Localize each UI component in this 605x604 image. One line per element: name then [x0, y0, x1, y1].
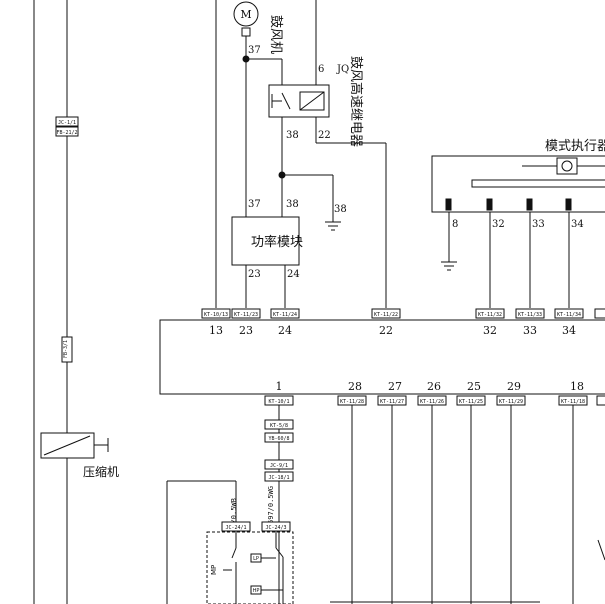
ecu-pin: 28	[348, 380, 362, 393]
connector-tag: KT-11/18	[561, 399, 585, 405]
power-module-label: 功率模块	[251, 234, 303, 250]
relay-tag: JQ	[336, 64, 349, 75]
wire-number: 23	[248, 269, 261, 280]
compressor-clutch: 压缩机	[40, 432, 119, 479]
wire-number: 38	[334, 204, 347, 215]
left-connector-jc-1-1: JC-1/1	[55, 116, 79, 127]
chain-connector-jc-18-1: JC-18/1	[264, 471, 294, 482]
ecu-top-connector-32: KT-11/32 32	[475, 308, 505, 337]
left-connector-label: FB-3/1	[63, 340, 69, 358]
ecu-pin: 23	[239, 324, 253, 337]
ecu-pin: 24	[278, 324, 292, 337]
chain-connector-jc-9-1: JC-9/1	[264, 459, 294, 470]
high-speed-relay-label: 鼓风高速继电器	[348, 56, 364, 147]
connector-tag: JC-9/1	[270, 463, 288, 469]
ecu-pin: 26	[427, 380, 441, 393]
compressor-label: 压缩机	[83, 464, 119, 479]
ecu-pin: 25	[467, 380, 481, 393]
connector-tag: YB-60/8	[268, 436, 289, 442]
connector-tag: KT-11/25	[459, 399, 483, 405]
ecu-top-connector-34: KT-11/34 34	[554, 308, 584, 337]
wire-spec-697: 697/0.5WG	[267, 486, 275, 524]
ecu-pin: 22	[379, 324, 393, 337]
high-speed-relay: JQ 鼓风高速继电器	[268, 56, 364, 147]
connector-tag: KT-10/13	[204, 312, 228, 318]
blower-motor: M 鼓风机	[233, 1, 283, 54]
connector-tag: KT-11/28	[340, 399, 364, 405]
wire-number: 6	[318, 64, 324, 75]
connector-tag: KT-10/1	[268, 399, 289, 405]
ecu-top-connector-23: KT-11/23 23	[231, 308, 261, 337]
ecu-top-connector-22: KT-11/22 22	[371, 308, 401, 337]
connector-tag: KT-11/23	[234, 312, 258, 318]
wire-number: 34	[571, 219, 584, 230]
connector-tag: KT-11/24	[273, 312, 297, 318]
lp-label: LP	[253, 556, 259, 562]
ecu-bottom-connector-29: KT-11/29	[496, 395, 526, 406]
ecu-top-connector-13: KT-10/13 13	[201, 308, 231, 337]
chain-connector-kt-5-8: KT-5/8	[264, 419, 294, 430]
ecu-pin: 33	[523, 324, 537, 337]
connector-tag: KT-11/22	[374, 312, 398, 318]
connector-tag: KT-11/32	[478, 312, 502, 318]
ecu-bottom-connector-27: KT-11/27	[377, 395, 407, 406]
ecu-bottom-connector-28: KT-11/28	[337, 395, 367, 406]
switch-connector-jc-24-3: JC-24/3	[261, 521, 291, 532]
connector-tag: KT-11/33	[518, 312, 542, 318]
hp-label: HP	[253, 588, 260, 594]
ecu-pin: 13	[209, 324, 223, 337]
ecu-pin: 1	[276, 380, 283, 393]
left-connector-fb-3-1: FB-3/1	[61, 336, 73, 363]
mp-label: MP	[210, 565, 218, 575]
ecu-top-connector-24: KT-11/24 24	[270, 308, 300, 337]
ecu-bottom-connector-1: KT-10/1	[264, 395, 294, 406]
wire-number: 8	[452, 219, 458, 230]
connector-tag: KT-11/29	[499, 399, 523, 405]
ecu-pin: 34	[562, 324, 576, 337]
ecu-box	[159, 319, 605, 395]
pressure-switch: MP LP HP	[206, 531, 294, 604]
left-connector-fb-21-2: FB-21/2	[55, 126, 79, 137]
wire-number: 37	[248, 45, 261, 56]
ground-symbol	[325, 221, 341, 231]
connector-tag: JC-24/3	[265, 525, 286, 531]
left-connector-label: JC-1/1	[58, 120, 76, 126]
power-module: 功率模块	[231, 216, 303, 266]
connector-tag: JC-18/1	[268, 475, 289, 481]
ground-symbol	[441, 261, 457, 271]
ecu-pin: 27	[388, 380, 402, 393]
wire-number: 38	[286, 199, 299, 210]
wire-spec-e2: E2/0.5WB	[230, 498, 238, 532]
blower-motor-label: 鼓风机	[268, 15, 283, 54]
ecu-bottom-connector-26: KT-11/26	[417, 395, 447, 406]
wire-number: 32	[492, 219, 505, 230]
left-connector-label: FB-21/2	[56, 130, 77, 136]
connector-tag: JC-24/1	[225, 525, 246, 531]
connector-tag: KT-11/34	[557, 312, 581, 318]
ecu-pin: 29	[507, 380, 521, 393]
ecu-pin: 18	[570, 380, 584, 393]
wire-number: 38	[286, 130, 299, 141]
mode-actuator: 模式执行器	[431, 139, 605, 213]
motor-symbol: M	[240, 8, 251, 21]
chain-connector-yb-60-8: YB-60/8	[264, 432, 294, 443]
connector-tag: KT-5/8	[270, 423, 288, 429]
ecu-top-connector-33: KT-11/33 33	[515, 308, 545, 337]
connector-tag: KT-11/27	[380, 399, 404, 405]
switch-connector-jc-24-1: JC-24/1	[221, 521, 251, 532]
ecu-pin: 32	[483, 324, 497, 337]
wire-number: 37	[248, 199, 261, 210]
ecu-bottom-connector-18: KT-11/18	[558, 395, 588, 406]
connector-tag: KT-11/26	[420, 399, 444, 405]
mode-actuator-label: 模式执行器	[545, 139, 605, 154]
wire-number: 22	[318, 130, 331, 141]
ecu-bottom-connector-25: KT-11/25	[456, 395, 486, 406]
wire-number: 24	[287, 269, 300, 280]
wire-number: 33	[532, 219, 545, 230]
